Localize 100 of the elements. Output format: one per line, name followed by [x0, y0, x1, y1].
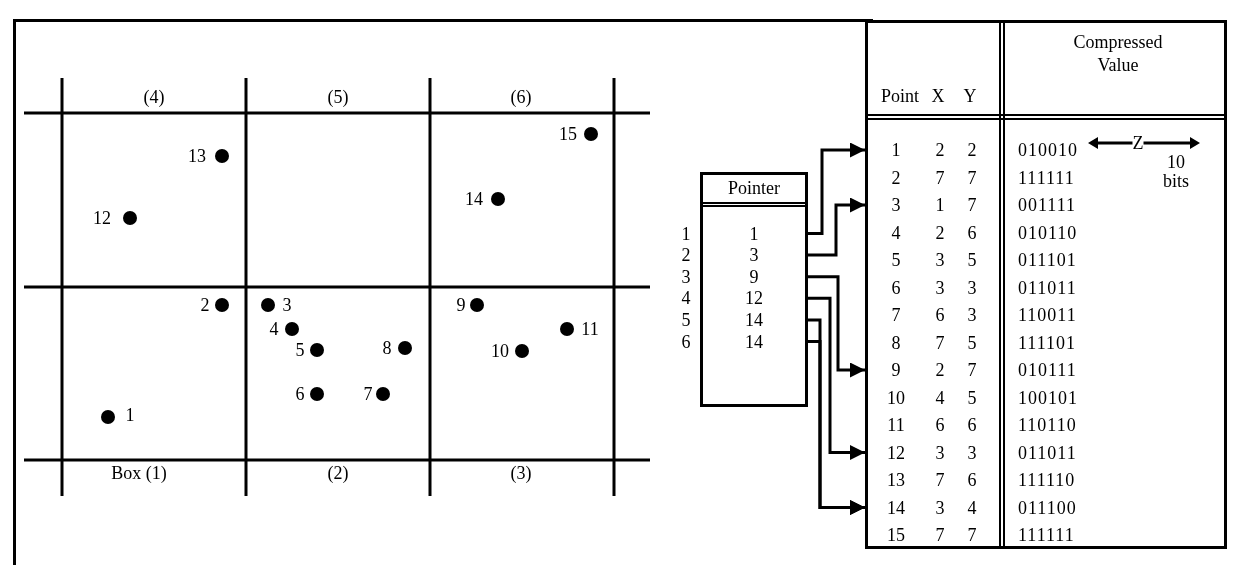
bit-count-label: 10 bits: [1162, 153, 1190, 191]
table-cell-text: 7: [966, 526, 978, 544]
table-cell-text: 7: [966, 361, 978, 379]
pointer-value: 14: [745, 310, 763, 329]
table-cell-text: 3: [966, 306, 978, 324]
table-cell-text: 5: [966, 388, 978, 407]
grid-label: 15: [559, 124, 577, 144]
table-cell-text: 6: [934, 416, 946, 434]
grid-label: 2: [200, 295, 210, 315]
table-cell-text: 6: [934, 306, 946, 324]
arrow: [808, 296, 865, 460]
column-header: X: [930, 85, 946, 108]
table-cell-text: 14: [886, 498, 906, 517]
table-cell-text: 6: [966, 223, 978, 242]
table-cell-text: 010111: [1018, 361, 1078, 379]
table-cell-text: 7: [966, 168, 978, 187]
table-cell-text: 3: [934, 498, 946, 517]
table-cell-text: 110011: [1018, 306, 1078, 324]
column-header: Point: [880, 85, 920, 108]
pointer-value: 14: [745, 332, 763, 351]
grid-label: 5: [295, 340, 305, 360]
grid-label: 4: [269, 319, 279, 339]
row-index: 6: [680, 332, 692, 351]
table-cell-text: 1: [890, 141, 902, 159]
table-cell-text: 111111: [1018, 168, 1076, 187]
table-cell-text: 3: [934, 443, 946, 462]
pointer-value: 9: [749, 267, 759, 286]
table-cell-text: 2: [934, 361, 946, 379]
table-cell-text: 011011: [1018, 443, 1078, 462]
grid-label: 9: [456, 295, 466, 315]
table-cell-text: 11: [886, 416, 906, 434]
row-index: 2: [680, 246, 692, 265]
table-cell-text: 2: [934, 223, 946, 242]
table-cell-text: 5: [890, 251, 902, 269]
table-cell-text: 3: [890, 196, 902, 214]
table-cell-text: 15: [886, 526, 906, 544]
row-index: 5: [680, 310, 692, 329]
table-cell-text: 3: [934, 278, 946, 297]
point-table: [865, 20, 1227, 549]
table-cell-text: 3: [934, 251, 946, 269]
row-index: 3: [680, 267, 692, 286]
table-cell-text: 100101: [1018, 388, 1079, 407]
table-cell-text: 12: [886, 443, 906, 462]
table-cell-text: 7: [934, 471, 946, 489]
table-cell-text: 5: [966, 251, 978, 269]
pointer-value: 12: [745, 289, 763, 308]
table-cell-text: 2: [934, 141, 946, 159]
table-cell-text: 7: [890, 306, 902, 324]
grid-label: 13: [188, 146, 206, 166]
arrow: [808, 275, 865, 378]
grid-label: 14: [465, 189, 483, 209]
grid-label: (3): [510, 463, 532, 483]
table-cell-text: 2: [890, 168, 902, 187]
table-cell-text: 8: [890, 333, 902, 352]
table-cell-text: 111111: [1018, 526, 1076, 544]
grid-label: (2): [327, 463, 349, 483]
header-text: Pointer: [728, 179, 780, 198]
grid-label: 1: [125, 405, 135, 425]
grid-label: 3: [282, 295, 292, 315]
table-cell-text: 011011: [1018, 278, 1078, 297]
grid-label: (4): [143, 87, 165, 107]
table-cell-text: 6: [890, 278, 902, 297]
table-cell-text: 4: [966, 498, 978, 517]
table-cell-text: 13: [886, 471, 906, 489]
grid-label: 10: [491, 341, 509, 361]
table-cell-text: 111101: [1018, 333, 1077, 352]
table-cell-text: 7: [934, 526, 946, 544]
row-index: 1: [680, 224, 692, 243]
grid-label: 6: [295, 384, 305, 404]
grid-label: (6): [510, 87, 532, 107]
grid-label: 11: [581, 319, 599, 339]
table-cell-text: 6: [966, 471, 978, 489]
pointer-table: [700, 172, 808, 407]
grid-label: 7: [363, 384, 373, 404]
table-cell-text: 3: [966, 443, 978, 462]
table-cell-text: 7: [934, 333, 946, 352]
arrow: [808, 197, 865, 257]
table-cell-text: 7: [934, 168, 946, 187]
column-header: Compressed Value: [1072, 31, 1164, 78]
pointer-value: 3: [749, 246, 759, 265]
table-cell-text: 1: [934, 196, 946, 214]
table-cell-text: 111110: [1018, 471, 1077, 489]
table-cell-text: 001111: [1018, 196, 1077, 214]
grid-label: (5): [327, 87, 349, 107]
table-cell-text: 011101: [1018, 251, 1078, 269]
row-index: 4: [680, 289, 692, 308]
table-cell-text: 5: [966, 333, 978, 352]
grid-label: Box (1): [111, 463, 167, 483]
table-cell-text: 7: [966, 196, 978, 214]
table-cell-text: 010010: [1018, 141, 1079, 159]
table-cell-text: 9: [890, 361, 902, 379]
table-cell-text: 6: [966, 416, 978, 434]
table-cell-text: 110110: [1018, 416, 1078, 434]
arrow: [808, 142, 865, 235]
pointer-value: 1: [749, 224, 759, 243]
table-cell-text: 010110: [1018, 223, 1079, 242]
table-cell-text: 10: [886, 388, 906, 407]
grid-label: 8: [382, 338, 392, 358]
column-header: Y: [962, 85, 978, 108]
table-cell-text: 2: [966, 141, 978, 159]
